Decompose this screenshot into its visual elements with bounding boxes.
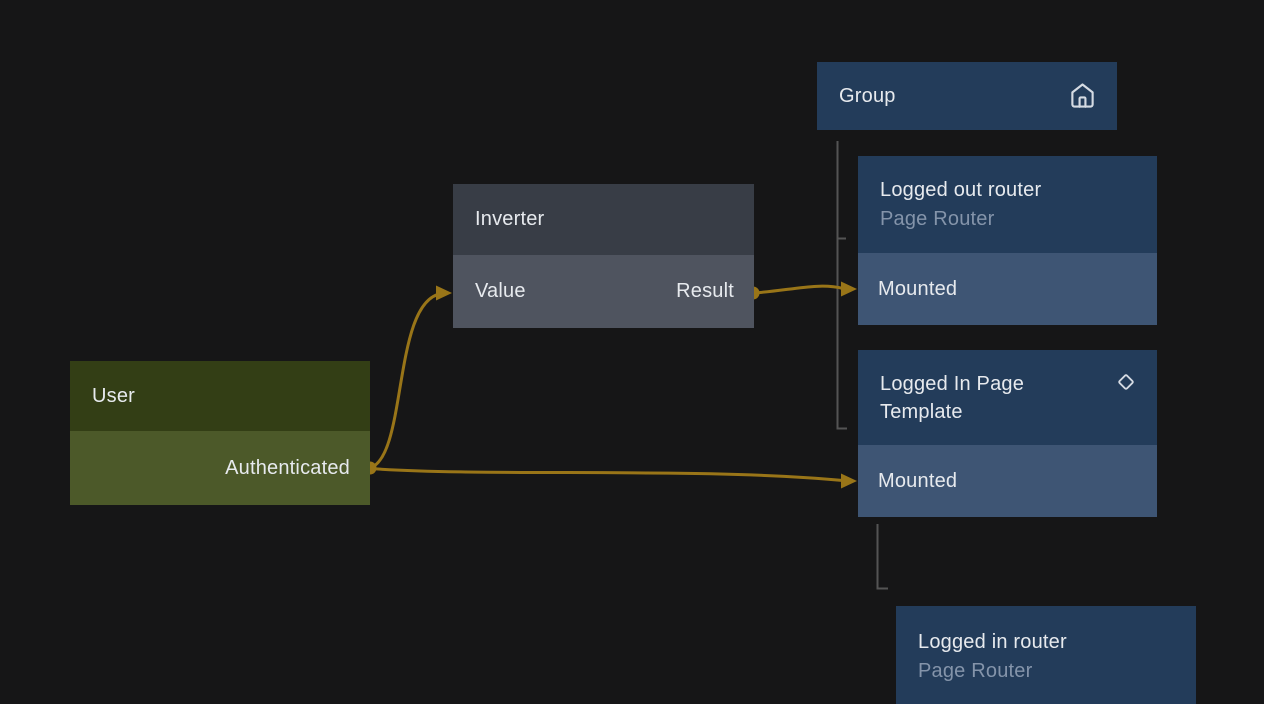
edge-arrowhead-value: [436, 285, 452, 301]
port-mounted-template[interactable]: Mounted: [858, 445, 1157, 517]
node-logged-in-router-title: Logged in router: [918, 630, 1067, 653]
port-mounted-logged-out[interactable]: Mounted: [858, 253, 1157, 325]
port-result-label[interactable]: Result: [676, 280, 734, 302]
edge-result-to-router-mounted[interactable]: [752, 284, 844, 295]
tree-line-template-child: [876, 524, 888, 590]
node-user-title: User: [92, 384, 136, 407]
diamond-icon: [1114, 370, 1138, 394]
node-user-header[interactable]: User: [70, 361, 370, 431]
group-title: Group: [839, 84, 896, 107]
node-inverter[interactable]: Inverter Value Result: [453, 184, 754, 328]
node-logged-in-router[interactable]: Logged in router Page Router: [896, 606, 1196, 704]
node-inverter-header[interactable]: Inverter: [453, 184, 754, 255]
edge-authenticated-to-template-mounted[interactable]: [369, 467, 844, 482]
port-authenticated[interactable]: Authenticated: [70, 431, 370, 505]
edge-authenticated-to-value[interactable]: [369, 292, 443, 470]
node-logged-out-router[interactable]: Logged out router Page Router Mounted: [858, 156, 1157, 325]
edge-arrowhead-template-mounted: [841, 473, 857, 489]
port-mounted-logged-out-label: Mounted: [878, 277, 958, 300]
node-logged-in-router-subtitle: Page Router: [918, 659, 1033, 682]
port-authenticated-label: Authenticated: [225, 456, 350, 479]
node-logged-in-page-template[interactable]: Logged In Page Template Mounted: [858, 350, 1157, 517]
node-user[interactable]: User Authenticated: [70, 361, 370, 505]
inverter-port-row[interactable]: Value Result: [453, 255, 754, 328]
node-logged-out-router-header[interactable]: Logged out router Page Router: [858, 156, 1157, 253]
home-icon: [1069, 82, 1096, 109]
node-logged-in-page-template-header[interactable]: Logged In Page Template: [858, 350, 1157, 445]
node-logged-in-page-template-title: Logged In Page Template: [880, 372, 1025, 423]
group-header[interactable]: Group: [817, 62, 1117, 130]
node-inverter-title: Inverter: [475, 208, 545, 230]
edge-arrowhead-router-mounted: [841, 281, 857, 297]
node-logged-out-router-title: Logged out router: [880, 178, 1042, 201]
port-mounted-template-label: Mounted: [878, 469, 958, 492]
tree-line-group-children: [836, 141, 847, 430]
node-logged-out-router-subtitle: Page Router: [880, 207, 995, 230]
port-value-label[interactable]: Value: [475, 280, 526, 302]
